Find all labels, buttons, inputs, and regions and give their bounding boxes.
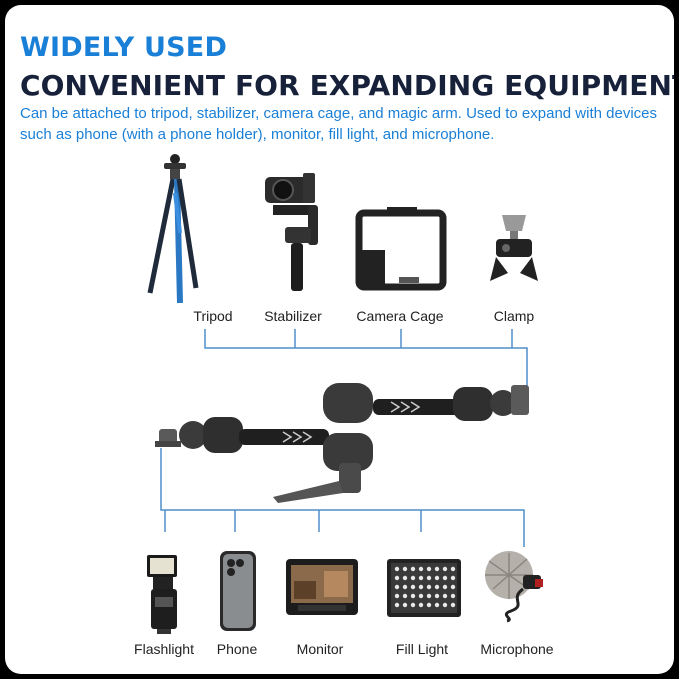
phone-icon bbox=[220, 551, 256, 631]
label-phone: Phone bbox=[216, 641, 258, 657]
label-fill-light: Fill Light bbox=[395, 641, 449, 657]
flashlight-icon bbox=[147, 555, 177, 634]
label-camera-cage: Camera Cage bbox=[356, 308, 444, 324]
label-stabilizer: Stabilizer bbox=[264, 308, 322, 324]
subheadline: CONVENIENT FOR EXPANDING EQUIPMENT bbox=[20, 69, 674, 102]
headline: WIDELY USED bbox=[20, 32, 228, 63]
magic-arm-icon bbox=[155, 383, 529, 503]
label-monitor: Monitor bbox=[296, 641, 344, 657]
connector-lines bbox=[160, 329, 528, 547]
microphone-icon bbox=[485, 551, 543, 623]
stabilizer-icon bbox=[265, 173, 318, 291]
label-tripod: Tripod bbox=[193, 308, 233, 324]
camera-cage-icon bbox=[355, 207, 447, 291]
description: Can be attached to tripod, stabilizer, c… bbox=[20, 105, 658, 143]
label-clamp: Clamp bbox=[493, 308, 535, 324]
clamp-icon bbox=[490, 215, 538, 281]
label-flashlight: Flashlight bbox=[134, 641, 194, 657]
label-microphone: Microphone bbox=[480, 641, 554, 657]
fill-light-icon bbox=[387, 559, 461, 617]
product-card: WIDELY USED CONVENIENT FOR EXPANDING EQU… bbox=[5, 5, 674, 674]
tripod-icon bbox=[147, 154, 199, 304]
monitor-icon bbox=[286, 559, 358, 615]
